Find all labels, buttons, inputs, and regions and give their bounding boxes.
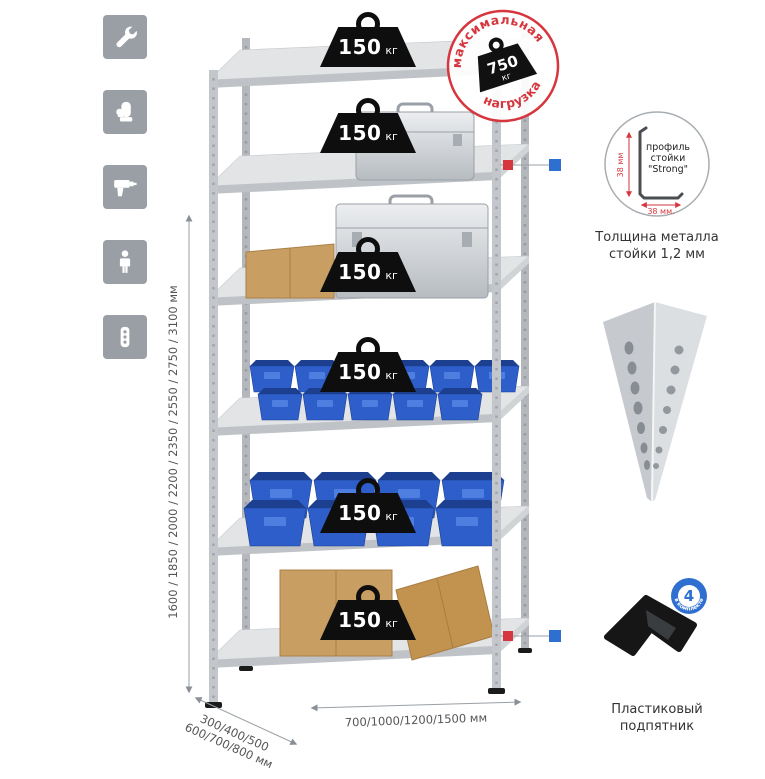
count-badge-value: 4 — [684, 587, 694, 605]
load-unit: кг — [385, 616, 398, 630]
plastic-foot — [488, 688, 505, 694]
plastic-foot — [518, 648, 532, 653]
load-value: 150 — [338, 608, 382, 632]
load-badge: 150 кг — [320, 478, 416, 533]
stamp-weight-body — [477, 43, 538, 93]
plastic-foot-detail — [604, 595, 697, 656]
max-load-stamp: максимальная нагрузка 750 кг — [437, 0, 560, 123]
profile-caption: Толщина металла стойки 1,2 мм — [577, 230, 737, 264]
load-badge: 150 кг — [320, 237, 416, 292]
post-icon — [103, 315, 147, 359]
load-value: 150 — [338, 360, 382, 384]
load-value: 150 — [338, 260, 382, 284]
load-unit: кг — [385, 43, 398, 57]
profile-label-2: стойки — [651, 153, 686, 164]
foot-caption: Пластиковый подпятник — [577, 702, 737, 736]
angle-post-holes-left — [624, 341, 650, 470]
dimension-lines — [185, 214, 522, 745]
load-value: 150 — [338, 121, 382, 145]
load-badge: 150 кг — [320, 585, 416, 640]
profile-dim-horizontal: 38 мм. — [647, 207, 674, 216]
weight-body: 150 кг — [320, 27, 416, 67]
profile-cross-section — [638, 126, 684, 200]
load-badge: 150 кг — [320, 98, 416, 153]
weight-body: 150 кг — [320, 493, 416, 533]
weight-body: 150 кг — [320, 113, 416, 153]
wrench-icon — [103, 15, 147, 59]
cardboard-box-small — [245, 243, 335, 299]
weight-body: 150 кг — [320, 352, 416, 392]
weight-body: 150 кг — [320, 600, 416, 640]
rack-back-posts — [242, 26, 529, 668]
load-unit: кг — [385, 509, 398, 523]
stamp-unit: кг — [501, 71, 514, 84]
gloves-icon — [103, 90, 147, 134]
load-value: 150 — [338, 501, 382, 525]
load-badge: 150 кг — [320, 337, 416, 392]
profile-caption-line2: стойки 1,2 мм — [609, 246, 705, 262]
load-unit: кг — [385, 268, 398, 282]
angle-post-holes-right — [653, 345, 684, 469]
load-value: 150 — [338, 35, 382, 59]
height-dimension-label: 1600 / 1850 / 2000 / 2200 / 2350 / 2550 … — [166, 285, 180, 619]
width-dimension-line — [310, 698, 522, 712]
profile-label-1: профиль — [646, 142, 690, 153]
weight-body: 150 кг — [320, 252, 416, 292]
foot-caption-line1: Пластиковый — [611, 702, 703, 717]
drill-icon — [103, 165, 147, 209]
depth-dimension-line — [194, 697, 298, 745]
callout-marker-top — [500, 159, 561, 171]
profile-caption-line1: Толщина металла — [595, 230, 719, 245]
load-unit: кг — [385, 129, 398, 143]
plastic-foot — [239, 666, 253, 671]
feature-icons-column — [103, 15, 147, 359]
load-unit: кг — [385, 368, 398, 382]
profile-detail: 38 мм 38 мм. профиль стойки "Strong" — [604, 111, 710, 217]
count-badge: в комплекте 4 — [671, 578, 707, 614]
profile-dim-vertical: 38 мм — [616, 153, 625, 178]
profile-label-3: "Strong" — [648, 164, 688, 175]
person-icon — [103, 240, 147, 284]
load-badge: 150 кг — [320, 12, 416, 67]
foot-caption-line2: подпятник — [619, 718, 695, 734]
angle-post-detail — [603, 301, 707, 501]
callout-marker-bottom — [500, 630, 561, 642]
